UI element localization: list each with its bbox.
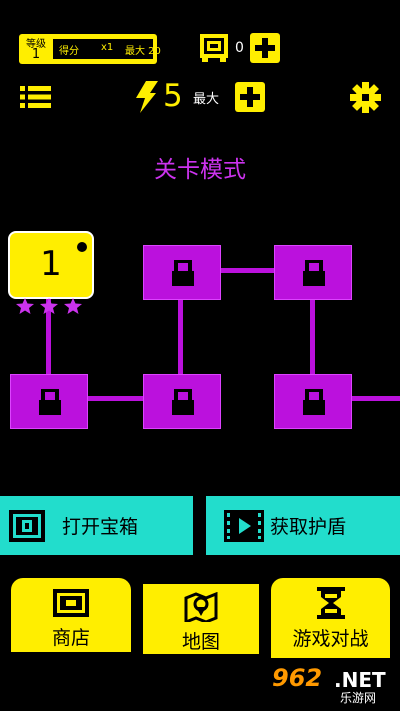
nav-battle-button[interactable]: 游戏对战	[271, 578, 390, 658]
level-node-locked[interactable]	[274, 374, 352, 429]
level-score-panel: 等级 1 得分 x1 最大 20	[19, 34, 161, 64]
nav-battle-label: 游戏对战	[292, 628, 369, 650]
watermark-subtitle: 乐游网	[340, 691, 377, 705]
level-node-current[interactable]: 1	[8, 231, 94, 299]
score-max: 最大 20	[125, 46, 161, 57]
add-coins-button[interactable]	[250, 33, 280, 63]
watermark-net: .NET	[334, 668, 386, 692]
chest-icon	[9, 510, 45, 542]
plus-icon	[255, 38, 275, 58]
score-label: 得分	[59, 46, 79, 57]
gear-icon[interactable]	[350, 82, 381, 113]
level-value: 1	[31, 47, 41, 62]
site-watermark: 962 .NET 乐游网	[262, 662, 400, 707]
coin-count: 0	[235, 40, 244, 56]
nav-shop-button[interactable]: 商店	[11, 578, 131, 652]
level-node-locked[interactable]	[274, 245, 352, 300]
open-chest-label: 打开宝箱	[62, 516, 139, 538]
nav-map-button[interactable]: 地图	[143, 584, 259, 654]
lock-icon	[172, 260, 194, 286]
open-chest-button[interactable]: 打开宝箱	[0, 496, 193, 555]
score-panel: 得分 x1 最大 20	[53, 39, 161, 59]
energy-value: 5	[163, 78, 183, 114]
watermark-logo: 962	[272, 664, 323, 692]
level-node-locked[interactable]	[143, 245, 221, 300]
node-indicator-dot	[77, 242, 87, 252]
nav-shop-label: 商店	[51, 627, 90, 649]
nav-map-label: 地图	[181, 631, 220, 653]
hourglass-icon	[317, 587, 345, 619]
get-shield-label: 获取护盾	[270, 516, 347, 538]
energy-max-label: 最大	[193, 92, 220, 107]
level-label: 等级	[26, 39, 46, 50]
star-icon	[40, 298, 58, 314]
level-node-locked[interactable]	[143, 374, 221, 429]
lock-icon	[303, 389, 325, 415]
lock-icon	[172, 389, 194, 415]
map-path	[218, 268, 276, 273]
get-shield-button[interactable]: 获取护盾	[206, 496, 400, 555]
map-path	[310, 298, 315, 375]
map-path	[178, 298, 183, 375]
chest-coin-icon	[198, 33, 230, 63]
lock-icon	[303, 260, 325, 286]
score-multiplier: x1	[101, 42, 114, 53]
map-path	[350, 396, 400, 401]
add-energy-button[interactable]	[235, 82, 265, 112]
star-icon	[64, 298, 82, 314]
map-icon	[184, 592, 218, 622]
level-node-locked[interactable]	[10, 374, 88, 429]
shop-icon	[53, 589, 89, 617]
page-title: 关卡模式	[154, 157, 246, 183]
level-node-number: 1	[40, 244, 62, 284]
menu-list-icon[interactable]	[20, 86, 51, 108]
map-path	[46, 299, 51, 376]
star-icon	[16, 298, 34, 314]
video-icon	[224, 510, 264, 542]
lightning-icon	[136, 81, 158, 113]
map-path	[86, 396, 144, 401]
plus-icon	[240, 87, 260, 107]
lock-icon	[39, 389, 61, 415]
